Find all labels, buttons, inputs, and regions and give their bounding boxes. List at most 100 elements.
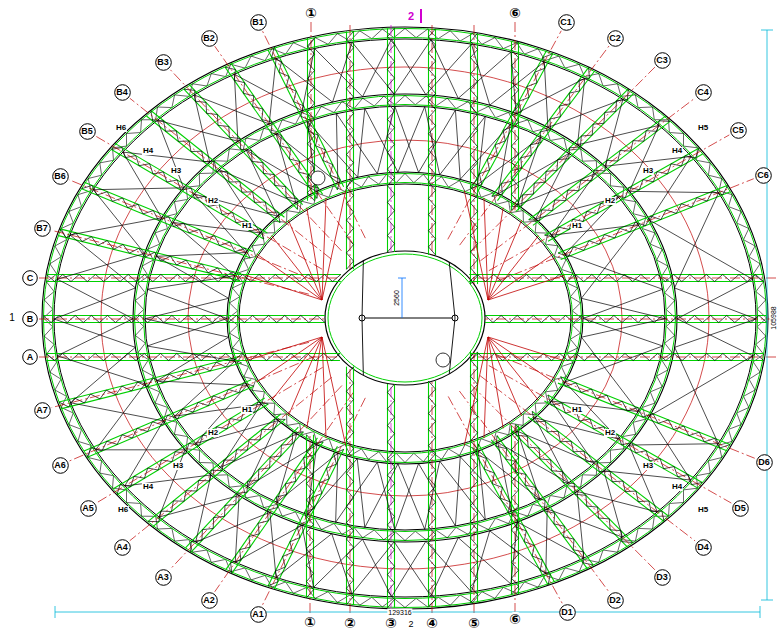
bubble-circle bbox=[52, 168, 68, 184]
bracing bbox=[490, 62, 545, 105]
bracing bbox=[677, 279, 753, 319]
axis-line bbox=[170, 386, 342, 570]
bracing bbox=[425, 107, 440, 175]
bracing bbox=[455, 457, 460, 526]
bracing bbox=[478, 451, 485, 520]
bracing bbox=[276, 534, 332, 578]
truss-chord bbox=[485, 315, 767, 316]
bracing bbox=[145, 319, 229, 337]
fan-line bbox=[488, 275, 564, 300]
truss-chord bbox=[87, 386, 254, 457]
axis-bubble: A6 bbox=[52, 457, 69, 474]
bracing bbox=[357, 459, 365, 528]
bracing bbox=[392, 541, 426, 596]
bracing bbox=[147, 346, 235, 361]
axis-bubble: ⑤ bbox=[466, 615, 483, 632]
truss-chord bbox=[428, 29, 429, 255]
truss-chord bbox=[545, 148, 700, 235]
bracing bbox=[219, 170, 296, 203]
bracing bbox=[332, 534, 352, 594]
axis-bubble: B2 bbox=[201, 30, 218, 47]
axis-line bbox=[496, 354, 755, 458]
axis-label: B4 bbox=[114, 84, 131, 101]
bracing bbox=[517, 431, 594, 463]
bracing bbox=[426, 541, 472, 592]
bracing bbox=[583, 318, 663, 346]
bracing bbox=[629, 445, 657, 512]
bracing bbox=[220, 404, 261, 467]
bracing bbox=[70, 218, 162, 235]
bracing bbox=[518, 137, 541, 205]
bracing bbox=[577, 491, 584, 558]
axis-label: D6 bbox=[756, 454, 773, 471]
axis-label: C6 bbox=[755, 167, 772, 184]
bracing bbox=[145, 298, 229, 318]
bubble-circle bbox=[201, 592, 217, 608]
axis-label: ③ bbox=[383, 615, 400, 632]
bracing bbox=[517, 431, 540, 499]
truss-web bbox=[558, 185, 728, 256]
bracing bbox=[629, 444, 718, 445]
fan-line bbox=[322, 191, 346, 300]
axis-bubble: A4 bbox=[114, 539, 131, 556]
truss-chord bbox=[43, 322, 325, 323]
bracing bbox=[498, 443, 512, 512]
bubble-circle bbox=[507, 611, 523, 627]
axis-line bbox=[130, 377, 332, 540]
bracing bbox=[276, 58, 332, 102]
axis-label: B7 bbox=[34, 220, 51, 237]
axis-line bbox=[459, 391, 609, 592]
axis-bubble: A7 bbox=[34, 402, 51, 419]
bubble-circle bbox=[730, 122, 746, 138]
fan-line bbox=[257, 337, 322, 382]
bubble-circle bbox=[80, 500, 96, 516]
axis-bubble: A5 bbox=[80, 500, 97, 517]
truss-chord bbox=[478, 444, 554, 582]
ring-chord bbox=[54, 39, 756, 597]
bracing bbox=[336, 114, 377, 174]
truss-web bbox=[231, 442, 324, 574]
axis-label: C4 bbox=[695, 84, 712, 101]
axis-bubble: D3 bbox=[654, 569, 671, 586]
truss-chord bbox=[485, 322, 767, 323]
detail-callout bbox=[436, 353, 450, 367]
bracing bbox=[478, 137, 541, 185]
bracing bbox=[365, 109, 398, 173]
bracing bbox=[157, 120, 238, 141]
bracing bbox=[552, 225, 639, 235]
axis-label: C bbox=[22, 270, 38, 286]
bubble-circle bbox=[23, 271, 38, 286]
bracing bbox=[352, 542, 394, 594]
bubble-circle bbox=[607, 30, 623, 46]
zone-label: H4 bbox=[671, 147, 683, 155]
fan-line bbox=[488, 337, 522, 416]
axis-bubble: B3 bbox=[155, 54, 172, 71]
axis-line bbox=[515, 22, 516, 210]
axis-label: ② bbox=[342, 615, 359, 632]
axis-label: B bbox=[22, 311, 38, 327]
bracing bbox=[235, 525, 302, 562]
bracing bbox=[377, 106, 394, 174]
truss-web bbox=[225, 67, 318, 198]
bracing bbox=[675, 347, 719, 443]
axis-bubble: B6 bbox=[52, 168, 69, 185]
axis-bubble: ① bbox=[302, 614, 319, 631]
bracing bbox=[551, 401, 594, 463]
bracing bbox=[194, 194, 277, 216]
bubble-circle bbox=[559, 604, 575, 620]
bracing bbox=[93, 188, 183, 190]
bracing bbox=[196, 475, 211, 542]
bracing bbox=[431, 538, 458, 597]
axis-bubble: D5 bbox=[732, 500, 749, 517]
axis-label: A7 bbox=[34, 402, 51, 419]
bracing bbox=[581, 337, 638, 411]
axis-line bbox=[39, 319, 325, 320]
dimension-tick bbox=[761, 30, 773, 31]
fan-line bbox=[464, 191, 488, 300]
axis-label: B3 bbox=[155, 54, 172, 71]
axis-line bbox=[485, 319, 776, 320]
fan-line bbox=[488, 337, 564, 361]
bubble-circle bbox=[695, 539, 711, 555]
bubble-circle bbox=[23, 350, 38, 365]
bubble-circle bbox=[155, 569, 171, 585]
